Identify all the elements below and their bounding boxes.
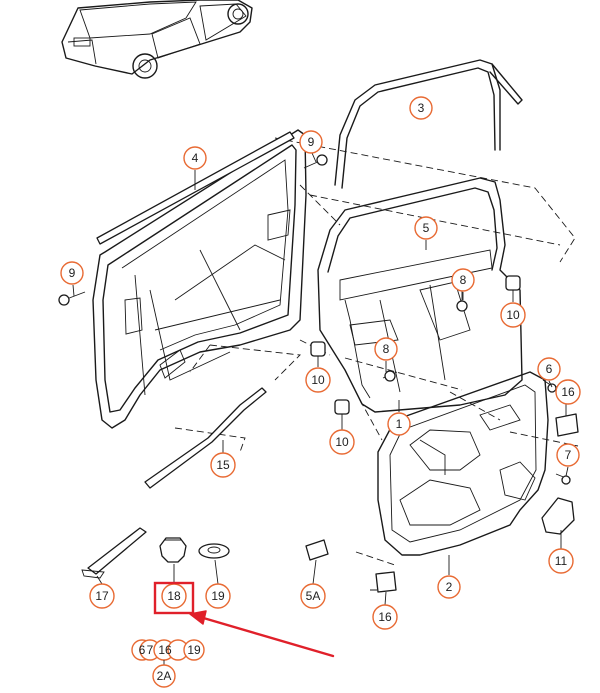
callout-7: 7 [556, 443, 580, 467]
callout-9: 9 [299, 130, 323, 154]
svg-text:16: 16 [378, 610, 392, 624]
svg-text:1: 1 [396, 417, 403, 431]
rear-door-frame-5 [317, 177, 523, 413]
trim-strip-4 [96, 131, 295, 245]
svg-text:5A: 5A [306, 589, 321, 603]
svg-text:18: 18 [167, 589, 181, 603]
svg-text:9: 9 [69, 266, 76, 280]
callout-3: 3 [409, 96, 433, 120]
svg-text:4: 4 [192, 151, 199, 165]
callout-5: 5 [414, 216, 438, 240]
callout-18: 18 [161, 583, 187, 609]
pointer-arrow [189, 610, 335, 658]
callout-5a: 5A [300, 583, 326, 609]
callout-9: 9 [60, 261, 84, 285]
callout-2: 2 [437, 575, 461, 599]
svg-text:10: 10 [311, 373, 325, 387]
svg-text:11: 11 [555, 554, 568, 568]
front-door-frame [92, 129, 307, 429]
door-trim-panel-2 [377, 371, 549, 556]
svg-text:3: 3 [418, 101, 425, 115]
callout-16: 16 [555, 379, 581, 405]
svg-text:7: 7 [565, 448, 572, 462]
highlight-box [153, 581, 195, 615]
svg-text:19: 19 [211, 589, 225, 603]
callout-group-2a: 6 7 16 19 2A [131, 639, 205, 688]
callout-15: 15 [210, 452, 236, 478]
svg-text:6: 6 [546, 362, 553, 376]
callout-2a-label: 2A [157, 669, 172, 683]
group-label-16: 16 [158, 643, 172, 657]
callout-19: 19 [205, 583, 231, 609]
callout-10: 10 [305, 367, 331, 393]
svg-text:8: 8 [383, 342, 390, 356]
svg-text:17: 17 [95, 589, 109, 603]
svg-text:2: 2 [446, 580, 453, 594]
svg-text:10: 10 [335, 435, 349, 449]
callout-16: 16 [372, 604, 398, 630]
svg-text:8: 8 [460, 273, 467, 287]
group-label-7: 7 [147, 643, 154, 657]
fasteners [58, 154, 571, 485]
svg-text:5: 5 [423, 221, 430, 235]
callout-1: 1 [387, 412, 411, 436]
pads-16 [375, 413, 579, 593]
svg-text:15: 15 [216, 458, 230, 472]
callout-10: 10 [500, 302, 526, 328]
group-label-6: 6 [139, 643, 146, 657]
group-label-19: 19 [187, 643, 201, 657]
callout-17: 17 [89, 583, 115, 609]
callout-10: 10 [329, 429, 355, 455]
svg-text:16: 16 [561, 385, 575, 399]
speaker-cover-11 [541, 497, 575, 535]
svg-text:10: 10 [506, 308, 520, 322]
svg-text:9: 9 [308, 135, 315, 149]
car-thumbnail [61, 0, 253, 79]
callout-6: 6 [537, 357, 561, 381]
callout-11: 11 [548, 548, 574, 574]
callout-8: 8 [451, 268, 475, 292]
callout-4: 4 [183, 146, 207, 170]
explode-guides [174, 137, 579, 591]
loose-parts [81, 527, 329, 579]
callout-8: 8 [374, 337, 398, 361]
trim-strip-15 [144, 387, 267, 489]
window-channel-3 [334, 59, 523, 189]
